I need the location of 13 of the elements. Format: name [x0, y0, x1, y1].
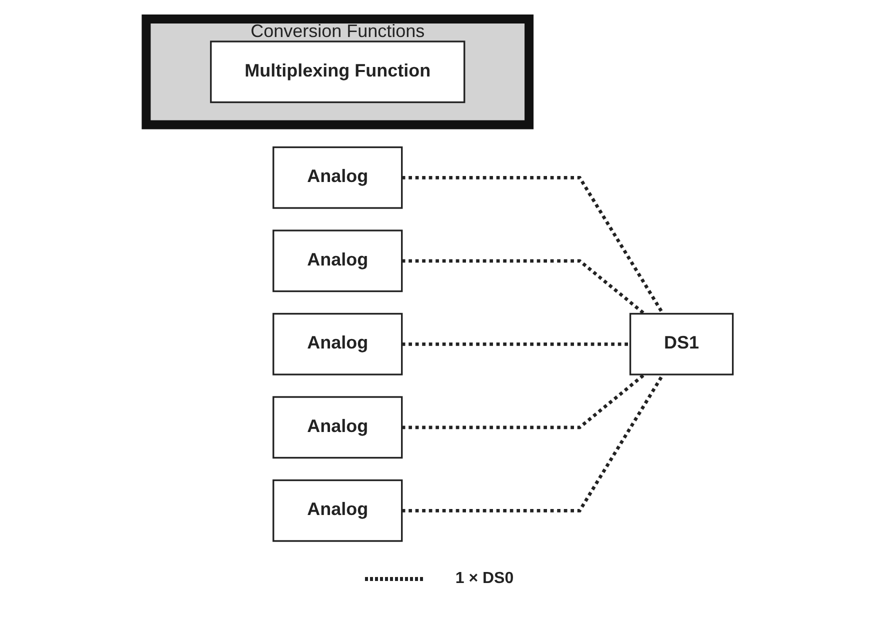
node-box: Multiplexing Function	[210, 40, 466, 104]
node-box: Analog	[272, 146, 403, 209]
connector	[402, 176, 664, 315]
connector	[402, 374, 664, 512]
node-box: Analog	[272, 479, 403, 542]
connector	[402, 373, 646, 430]
connector	[402, 259, 646, 316]
node-box: DS1	[629, 312, 734, 376]
node-box: Analog	[272, 396, 403, 459]
node-box: Analog	[272, 312, 403, 376]
legend-label: 1 × DS0	[455, 570, 514, 588]
connector	[402, 342, 630, 346]
node-box: Analog	[272, 230, 403, 292]
